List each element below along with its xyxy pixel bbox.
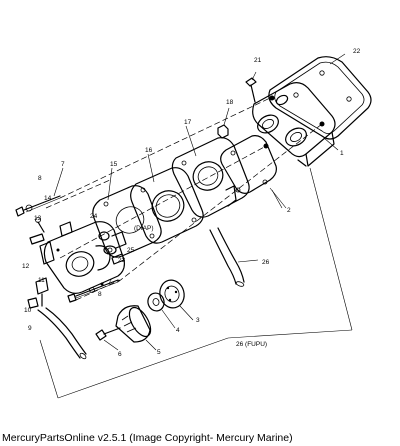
callout-21: 21 xyxy=(254,57,262,64)
part-22-gasket xyxy=(268,56,372,140)
callout-16: 16 xyxy=(145,147,153,154)
part-4-washer xyxy=(147,292,165,312)
callout-22: 22 xyxy=(353,48,361,55)
part-20-hose xyxy=(209,227,245,287)
leader-lines xyxy=(53,53,346,351)
callout-labels: 22 21 18 1 17 16 15 7 8 14 13 24 (DIAP) … xyxy=(22,48,361,358)
part-21-screw xyxy=(245,71,257,103)
part-12-pump-body xyxy=(39,221,127,294)
callout-8b: 8 xyxy=(98,291,102,298)
callout-11: 11 xyxy=(38,277,45,284)
callout-7b: 7 xyxy=(108,279,112,286)
callout-1: 1 xyxy=(340,150,344,157)
part-18-nut xyxy=(217,107,230,139)
callout-9: 9 xyxy=(28,325,32,332)
callout-5: 5 xyxy=(157,349,161,356)
callout-3: 3 xyxy=(196,317,200,324)
callout-8a: 8 xyxy=(38,175,42,182)
part-15-plate xyxy=(92,185,162,258)
callout-17: 17 xyxy=(184,119,192,126)
part-5-cap xyxy=(115,305,152,343)
callout-10: 10 xyxy=(24,307,32,314)
part-6-screw xyxy=(95,327,121,341)
assembly-lines xyxy=(45,97,323,301)
callout-26: 26 xyxy=(262,259,270,266)
part-13-14-fittings xyxy=(29,217,45,245)
callout-12: 12 xyxy=(22,263,30,270)
part-9-hose xyxy=(37,307,87,360)
callout-4: 4 xyxy=(176,327,180,334)
part-23-24-25-fittings xyxy=(98,231,125,265)
callout-2: 2 xyxy=(287,207,291,214)
callout-25: 25 xyxy=(127,247,135,254)
copyright-caption: MercuryPartsOnline v2.5.1 (Image Copyrig… xyxy=(2,432,293,444)
callout-7a: 7 xyxy=(61,161,65,168)
diap-label: (DIAP) xyxy=(134,225,154,232)
callout-15: 15 xyxy=(110,161,118,168)
part-2-gasket xyxy=(220,135,283,209)
callout-6: 6 xyxy=(118,351,122,358)
fupu-bracket xyxy=(39,167,353,399)
part-8-7-upper-screw xyxy=(15,195,61,217)
part-17-valve-housing xyxy=(171,137,250,218)
callout-23: 23 xyxy=(118,257,126,264)
callout-26-fupu: 26 (FUPU) xyxy=(236,341,267,348)
callout-18: 18 xyxy=(226,99,234,106)
callout-24: 24 xyxy=(90,213,98,220)
part-3-plate xyxy=(159,279,185,309)
callout-14: 14 xyxy=(44,195,52,202)
part-10-11-elbow xyxy=(27,277,49,309)
callout-13: 13 xyxy=(34,215,42,222)
diagram-canvas: 22 21 18 1 17 16 15 7 8 14 13 24 (DIAP) … xyxy=(15,48,372,399)
